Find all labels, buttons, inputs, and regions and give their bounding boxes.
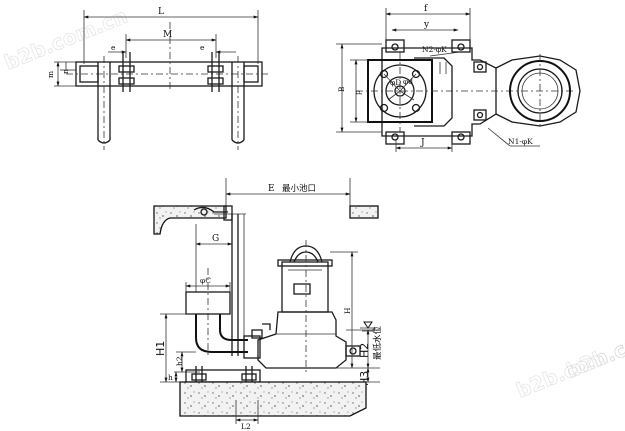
- dim-label-C: φC: [200, 276, 211, 285]
- top-right-view: f y φD φd: [336, 4, 581, 152]
- dim-label-L2: L2: [241, 422, 251, 431]
- dim-label-B: B: [337, 86, 346, 92]
- discharge-pipe: φC: [185, 268, 248, 356]
- dim-label-L: L: [158, 7, 164, 17]
- top-slab-left: [153, 205, 227, 235]
- dim-label-G: G: [212, 234, 219, 244]
- label-min-pool-opening: 最小池口: [282, 183, 316, 194]
- watermark-right: b2b.com.cn: [563, 312, 625, 383]
- anchor-bolt-right: [207, 52, 224, 92]
- dim-label-f: f: [424, 4, 428, 14]
- dim-label-h: h: [168, 373, 173, 382]
- dim-label-e-right: e: [200, 43, 205, 52]
- label-lowest-water-level: 最低水位: [372, 325, 383, 360]
- front-view: E 最小池口 G φC: [153, 178, 383, 431]
- anchor-bolt-left: [118, 52, 135, 92]
- pump-body: [243, 240, 361, 372]
- dim-label-J: J: [420, 138, 425, 148]
- dim-label-H2: H2: [358, 343, 371, 358]
- label-N1: N1-φK: [508, 137, 533, 146]
- label-flange-D: φD: [390, 78, 401, 87]
- dim-label-e-left: e: [111, 43, 116, 52]
- guide-rail-right: [231, 56, 245, 150]
- dim-label-M: M: [163, 30, 172, 40]
- pit-floor: [179, 381, 367, 417]
- dim-label-m: m: [46, 71, 55, 78]
- dim-label-H: H: [343, 307, 352, 314]
- label-N2: N2-φK: [422, 45, 447, 54]
- watermark-group: b2b.com.cn b2b.com.cn b2b.com.cn: [0, 3, 625, 403]
- label-flange-d: φd: [403, 77, 413, 86]
- dim-label-n: n: [61, 69, 70, 74]
- top-slab-right: [349, 205, 379, 219]
- coupling-ring: [495, 54, 581, 128]
- guide-rail-left: [97, 56, 111, 150]
- top-left-view: L M e e: [46, 7, 270, 150]
- dim-label-E: E: [268, 184, 275, 194]
- dim-label-h2: h2: [175, 356, 184, 366]
- dim-label-H1: H1: [154, 341, 167, 356]
- dim-label-y: y: [423, 20, 430, 30]
- guide-rails-vertical: [231, 214, 245, 356]
- dim-label-p: p: [353, 90, 362, 95]
- guide-rail-bracket: [193, 206, 228, 213]
